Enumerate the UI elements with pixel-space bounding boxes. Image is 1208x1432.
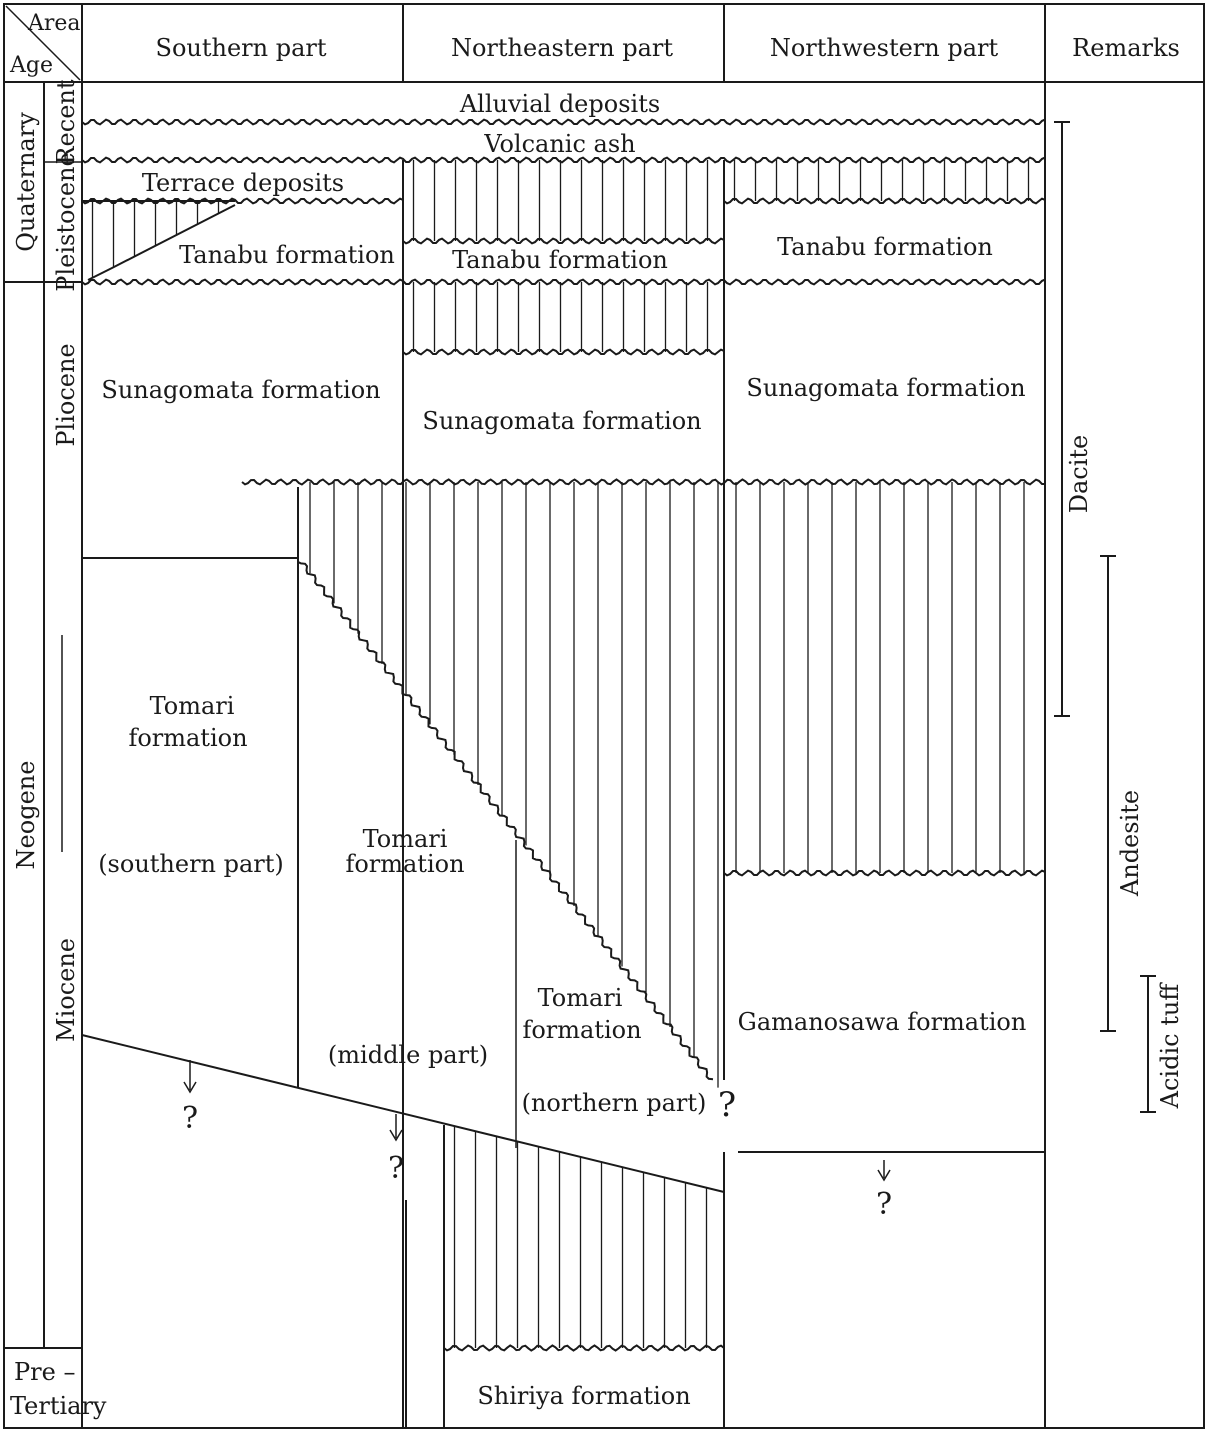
label-tomari-north-2: formation <box>522 1016 641 1044</box>
label-shiriya: Shiriya formation <box>477 1382 690 1410</box>
age-recent: Recent <box>52 79 80 164</box>
label-volcanic-ash: Volcanic ash <box>483 130 635 158</box>
label-sunagomata-northwest: Sunagomata formation <box>746 374 1025 402</box>
southern-tanabu-diagonal <box>87 204 236 281</box>
label-tomari-south-part: (southern part) <box>98 850 284 878</box>
unconformity-alluvial-base <box>81 118 1046 126</box>
unconformity-sunagomata-base <box>241 478 1045 486</box>
unconformity-tanabu-northeast-top <box>402 237 725 245</box>
header-remarks: Remarks <box>1072 34 1180 62</box>
label-tomari-south-2: formation <box>128 724 247 752</box>
age-quaternary: Quaternary <box>12 112 40 252</box>
unconformity-tanabu-base <box>81 278 1046 286</box>
label-tomari-middle-part: (middle part) <box>328 1041 488 1069</box>
question-mark-northwest: ? <box>876 1187 892 1222</box>
label-tanabu-south: Tanabu formation <box>179 241 395 269</box>
label-terrace: Terrace deposits <box>142 169 344 197</box>
label-tomari-south-1: Tomari <box>150 692 235 720</box>
question-mark-middle: ? <box>388 1151 404 1186</box>
remark-dacite: Dacite <box>1065 435 1093 514</box>
unconformity-shiriya-top <box>443 1344 725 1352</box>
unconformity-lines <box>81 118 1046 1352</box>
volcanic-hatch-areas <box>91 160 1030 1348</box>
label-tomari-north-part: (northern part) <box>522 1089 707 1117</box>
question-mark-north: ? <box>718 1085 736 1125</box>
remark-andesite: Andesite <box>1116 790 1144 897</box>
remark-acidic-tuff: Acidic tuff <box>1156 982 1184 1110</box>
corner-age-label: Age <box>9 53 53 78</box>
label-alluvial: Alluvial deposits <box>459 90 660 118</box>
corner-diagonal <box>5 5 81 81</box>
unconformity-tomari-diagonal <box>297 558 714 1081</box>
header-northeastern: Northeastern part <box>451 34 673 62</box>
header-southern: Southern part <box>156 34 327 62</box>
age-tertiary: Tertiary <box>10 1392 107 1420</box>
label-gamanosawa: Gamanosawa formation <box>738 1008 1027 1036</box>
unconformity-northwest-top <box>723 197 1046 205</box>
label-tomari-middle-2: formation <box>345 850 464 878</box>
label-tanabu-northwest: Tanabu formation <box>777 233 993 261</box>
uncertain-markers <box>183 1060 891 1182</box>
remarks-ranges <box>1054 121 1156 1113</box>
label-sunagomata-south: Sunagomata formation <box>101 376 380 404</box>
label-sunagomata-northeast: Sunagomata formation <box>422 407 701 435</box>
corner-area-label: Area <box>27 11 81 36</box>
age-pleistocene: Pleistocene <box>52 152 80 291</box>
label-tomari-middle-1: Tomari <box>363 825 448 853</box>
table-frame <box>3 3 1205 1429</box>
age-miocene: Miocene <box>52 938 80 1042</box>
header-northwestern: Northwestern part <box>770 34 999 62</box>
unconformity-northwest-hatch-base <box>723 869 1046 877</box>
unconformity-terrace-base <box>81 197 404 205</box>
label-tanabu-northeast: Tanabu formation <box>452 246 668 274</box>
column-boundaries <box>81 160 1045 1428</box>
age-pre: Pre – <box>14 1358 75 1386</box>
age-neogene: Neogene <box>12 761 40 870</box>
question-mark-south: ? <box>182 1101 198 1136</box>
age-pliocene: Pliocene <box>52 343 80 446</box>
unconformity-sunagomata-northeast-top <box>402 348 725 356</box>
unconformity-volcanic-ash-base <box>81 156 1046 164</box>
label-tomari-north-1: Tomari <box>538 984 623 1012</box>
